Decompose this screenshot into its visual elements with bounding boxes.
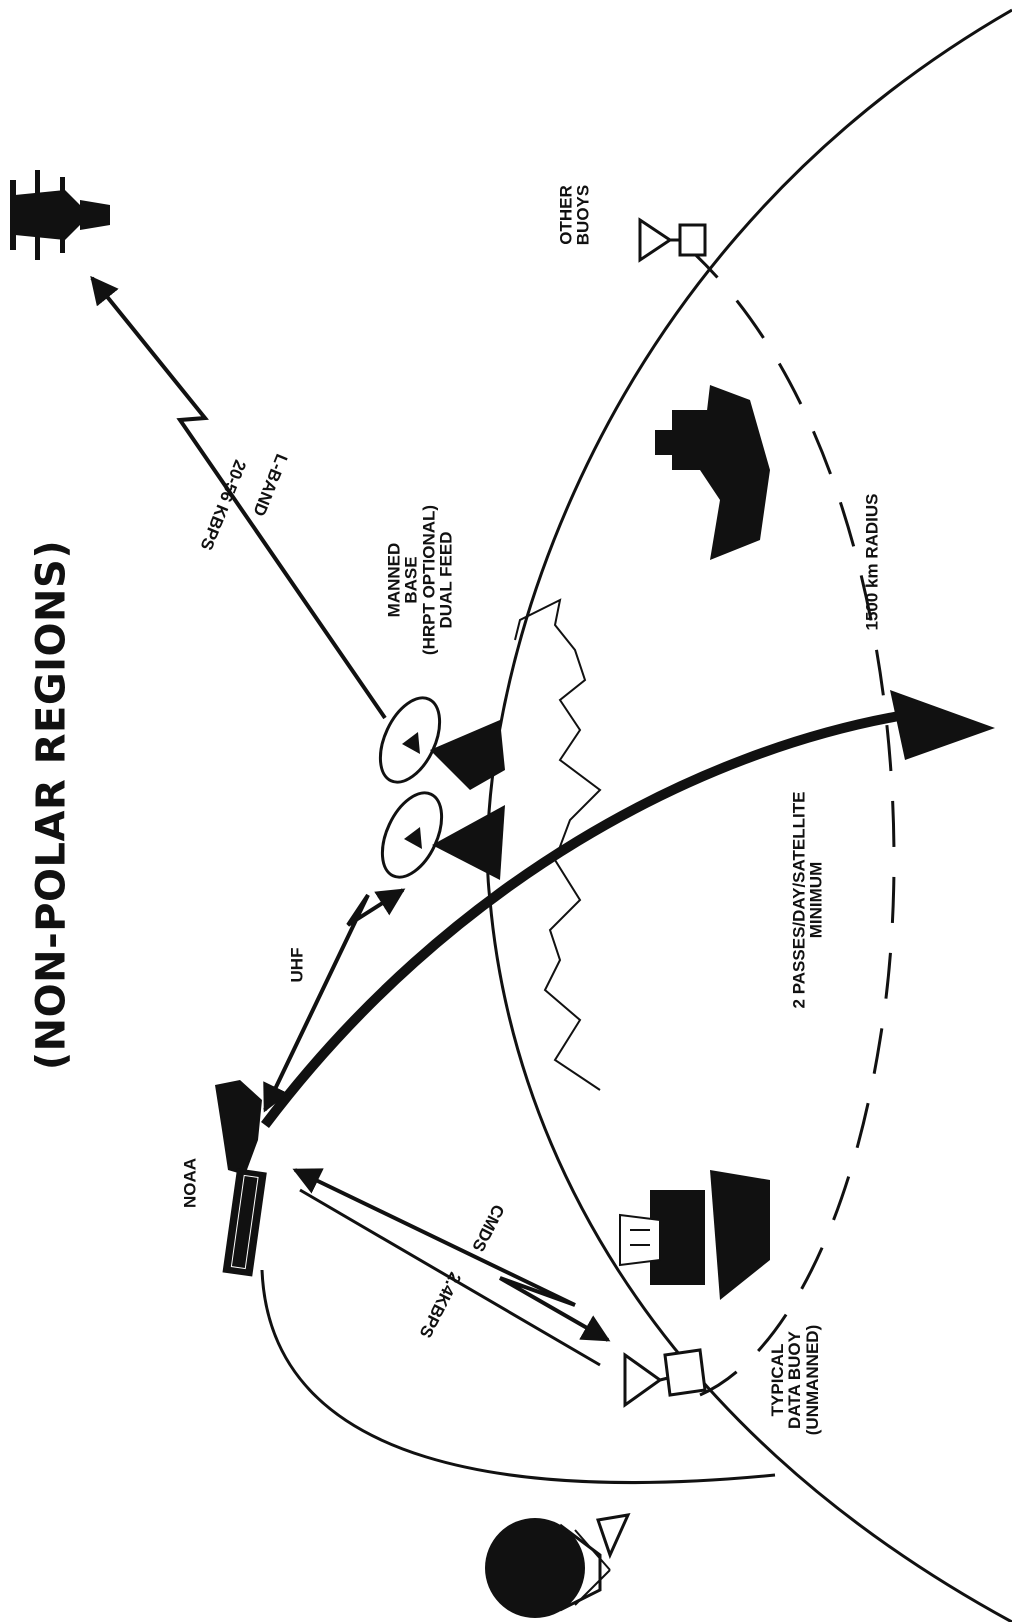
uhf-link	[263, 888, 406, 1113]
data-buoy-icon	[638, 217, 707, 263]
balloon-icon	[485, 1513, 631, 1618]
coastline-map-icon	[514, 598, 602, 1091]
vessel-icon	[619, 1170, 770, 1300]
typical-buoy-icon	[623, 1348, 707, 1408]
orbit-arrowhead	[890, 690, 995, 760]
ground-station-dish-icon	[378, 696, 505, 880]
orbit-arrow	[261, 710, 906, 1129]
cmds-link	[292, 1168, 611, 1367]
earth-horizon-arc	[485, 8, 1012, 1622]
noaa-satellite-icon	[215, 1080, 267, 1277]
orbit-lower-arc	[260, 1269, 776, 1485]
ship-icon	[655, 385, 770, 560]
aircraft-icon	[10, 170, 110, 260]
l-band-link	[90, 275, 387, 720]
